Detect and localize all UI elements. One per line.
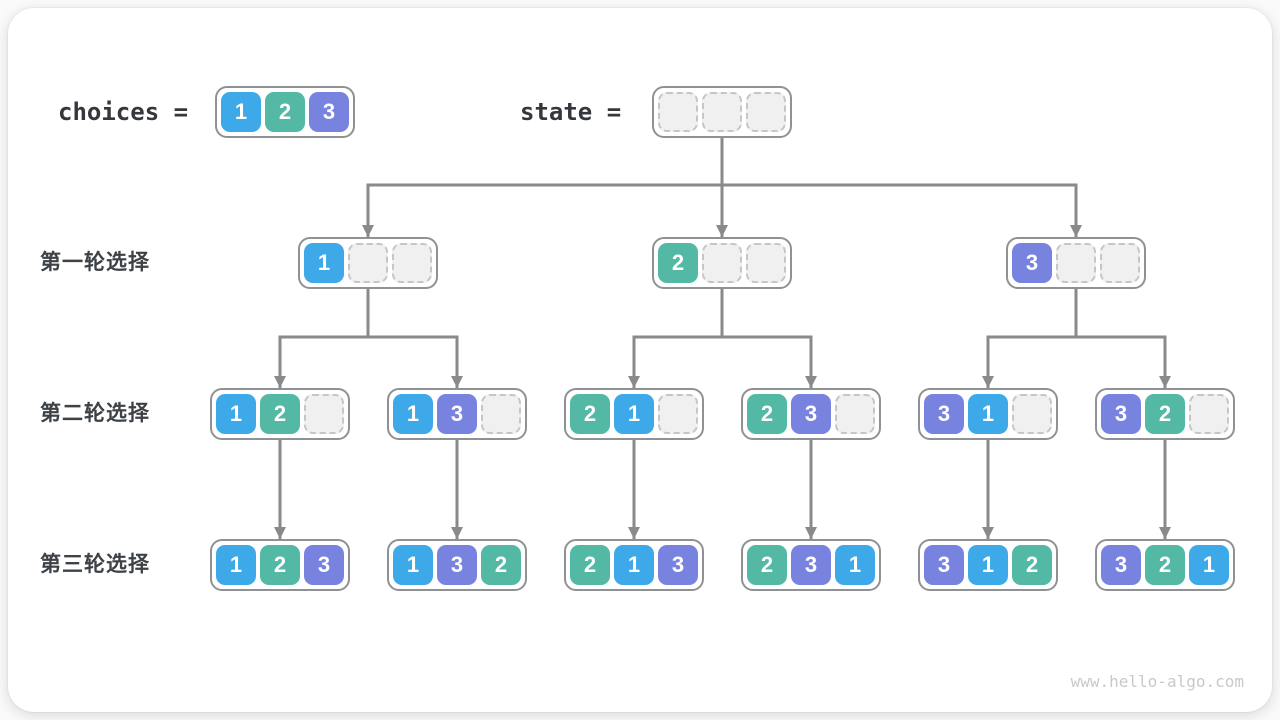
state-node-r1-2: 2 — [652, 237, 792, 289]
cell-1: 1 — [216, 394, 256, 434]
cell-1: 1 — [393, 545, 433, 585]
cell-1: 1 — [304, 243, 344, 283]
cell-3: 3 — [1101, 394, 1141, 434]
row-label-round-3: 第三轮选择 — [40, 553, 150, 576]
cell-2: 2 — [747, 545, 787, 585]
state-label: state = — [520, 98, 622, 126]
empty-cell — [746, 92, 786, 132]
empty-cell — [658, 394, 698, 434]
cell-1: 1 — [216, 545, 256, 585]
empty-cell — [348, 243, 388, 283]
watermark: www.hello-algo.com — [1070, 672, 1244, 691]
cell-2: 2 — [570, 394, 610, 434]
cell-1: 1 — [614, 545, 654, 585]
cell-3: 3 — [1012, 243, 1052, 283]
cell-1: 1 — [968, 545, 1008, 585]
empty-cell — [702, 92, 742, 132]
row-label-round-2: 第二轮选择 — [40, 402, 150, 425]
state-box — [652, 86, 792, 138]
empty-cell — [1100, 243, 1140, 283]
cell-2: 2 — [1145, 545, 1185, 585]
choices-label: choices = — [58, 98, 189, 126]
empty-cell — [481, 394, 521, 434]
cell-2: 2 — [265, 92, 305, 132]
empty-cell — [702, 243, 742, 283]
cell-2: 2 — [260, 394, 300, 434]
cell-3: 3 — [437, 545, 477, 585]
cell-3: 3 — [304, 545, 344, 585]
empty-cell — [746, 243, 786, 283]
cell-1: 1 — [835, 545, 875, 585]
state-node-r1-1: 1 — [298, 237, 438, 289]
cell-3: 3 — [658, 545, 698, 585]
cell-1: 1 — [968, 394, 1008, 434]
cell-2: 2 — [747, 394, 787, 434]
empty-cell — [658, 92, 698, 132]
cell-1: 1 — [1189, 545, 1229, 585]
empty-cell — [835, 394, 875, 434]
cell-2: 2 — [570, 545, 610, 585]
cell-2: 2 — [260, 545, 300, 585]
cell-3: 3 — [437, 394, 477, 434]
empty-cell — [1189, 394, 1229, 434]
row-label-round-1: 第一轮选择 — [40, 251, 150, 274]
empty-cell — [1012, 394, 1052, 434]
cell-3: 3 — [1101, 545, 1141, 585]
cell-3: 3 — [924, 545, 964, 585]
empty-cell — [392, 243, 432, 283]
empty-cell — [1056, 243, 1096, 283]
cell-1: 1 — [393, 394, 433, 434]
cell-3: 3 — [309, 92, 349, 132]
cell-2: 2 — [1145, 394, 1185, 434]
empty-cell — [304, 394, 344, 434]
cell-2: 2 — [1012, 545, 1052, 585]
cell-2: 2 — [481, 545, 521, 585]
cell-3: 3 — [924, 394, 964, 434]
cell-3: 3 — [791, 394, 831, 434]
state-node-r1-3: 3 — [1006, 237, 1146, 289]
cell-1: 1 — [221, 92, 261, 132]
cell-3: 3 — [791, 545, 831, 585]
cell-2: 2 — [658, 243, 698, 283]
cell-1: 1 — [614, 394, 654, 434]
